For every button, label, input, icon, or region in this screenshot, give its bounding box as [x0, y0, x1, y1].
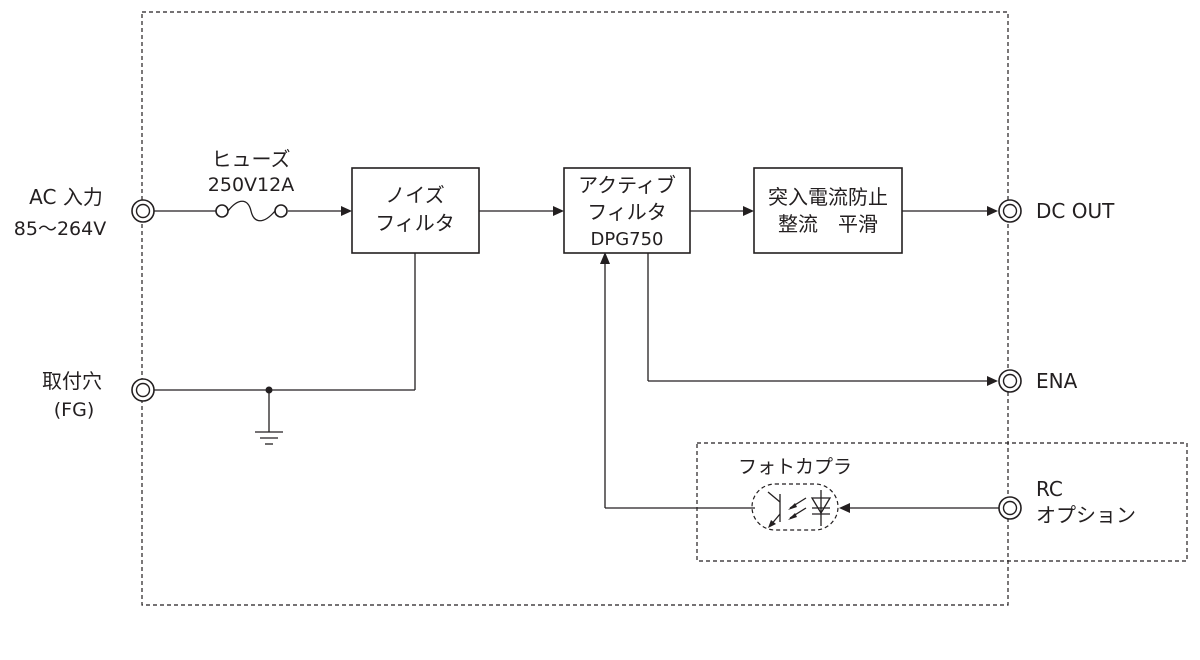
photocoupler-symbol	[751, 483, 839, 531]
terminal-rc	[998, 496, 1022, 520]
arrow-to-dc-out	[987, 206, 998, 216]
unit-enclosure-outline	[141, 11, 1009, 606]
active-filter-line2: フィルタ	[587, 200, 667, 224]
inrush-line1: 突入電流防止	[768, 185, 888, 209]
ac-input-range: 85～264V	[14, 218, 106, 240]
fuse-symbol	[215, 200, 288, 222]
terminal-ac-input	[131, 199, 155, 223]
arrow-to-noise-filter	[341, 206, 352, 216]
arrow-to-ena	[987, 376, 998, 386]
arrow-to-active-filter	[553, 206, 564, 216]
fuse-name: ヒューズ	[212, 147, 291, 171]
terminal-ena	[998, 369, 1022, 393]
active-filter-block	[563, 167, 691, 254]
rc-option-outline	[696, 442, 1188, 562]
arrow-to-active-filter-up	[600, 252, 610, 264]
fuse-rating: 250V12A	[208, 174, 294, 196]
inrush-rectifier-block	[753, 167, 903, 254]
ac-input-label: AC 入力	[29, 185, 103, 209]
active-filter-model: DPG750	[590, 229, 663, 250]
noise-filter-block	[351, 167, 480, 254]
arrow-to-photocoupler	[839, 503, 850, 513]
rc-label: RC	[1036, 477, 1063, 501]
dc-out-label: DC OUT	[1036, 199, 1115, 223]
ena-label: ENA	[1036, 369, 1078, 393]
noise-filter-line1: ノイズ	[385, 183, 444, 207]
mount-hole-fg: (FG)	[54, 399, 94, 421]
active-filter-line1: アクティブ	[578, 173, 676, 197]
inrush-line2: 整流 平滑	[778, 212, 878, 236]
noise-filter-line2: フィルタ	[375, 211, 455, 235]
terminal-dc-out	[998, 199, 1022, 223]
photocoupler-label: フォトカプラ	[738, 456, 852, 478]
terminal-fg	[131, 378, 155, 402]
arrow-to-inrush	[743, 206, 754, 216]
ground-icon	[255, 390, 283, 445]
rc-option-label: オプション	[1036, 503, 1136, 527]
mount-hole-label: 取付穴	[42, 369, 102, 393]
